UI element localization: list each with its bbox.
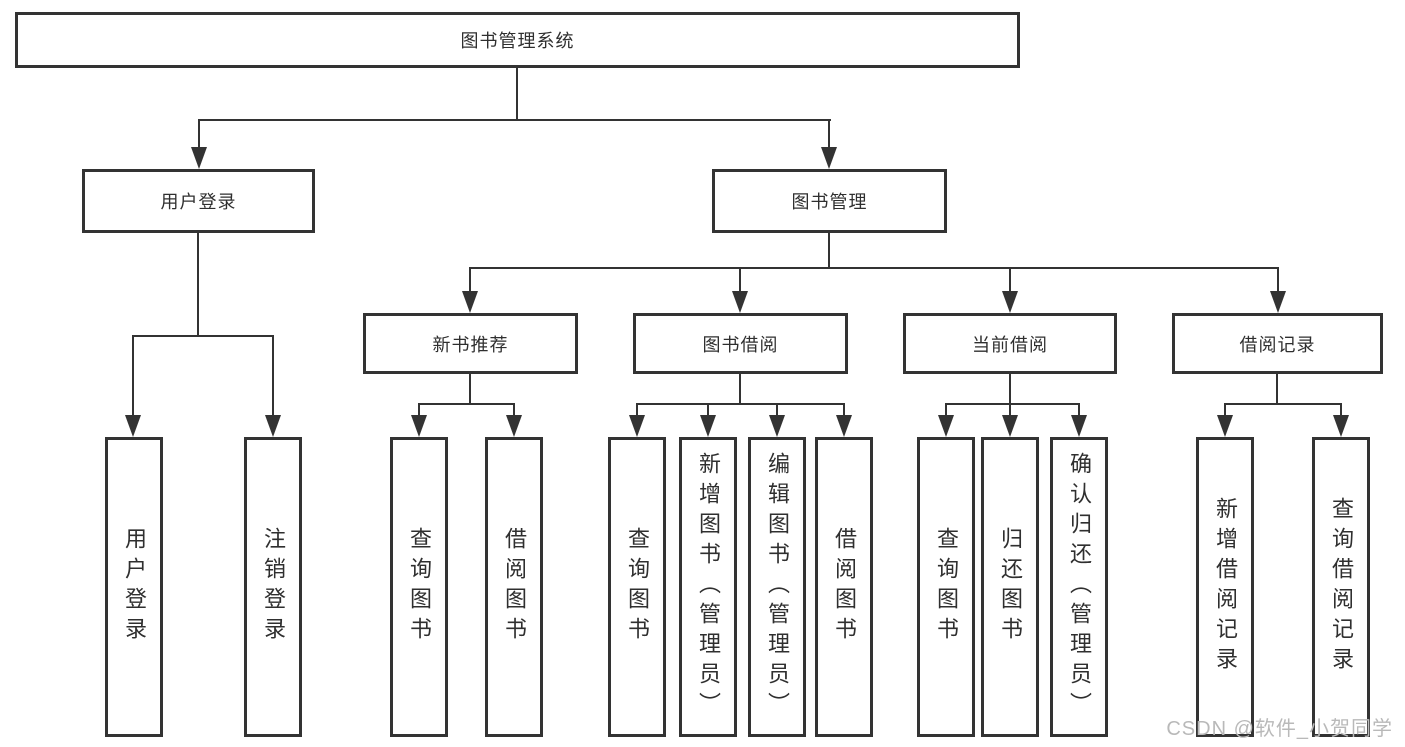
arrow-down-icon bbox=[411, 415, 427, 437]
arrow-down-icon bbox=[629, 415, 645, 437]
connector-line bbox=[1277, 267, 1279, 294]
arrow-down-icon bbox=[1333, 415, 1349, 437]
arrow-down-icon bbox=[700, 415, 716, 437]
leaf-query-books-recommend: 查询图书 bbox=[390, 437, 448, 737]
node-book-management: 图书管理 bbox=[712, 169, 947, 233]
arrow-down-icon bbox=[506, 415, 522, 437]
leaf-add-book-admin: 新增图书（管理员） bbox=[679, 437, 737, 737]
connector-line bbox=[1009, 403, 1011, 417]
node-book-borrow: 图书借阅 bbox=[633, 313, 848, 374]
connector-line bbox=[1224, 403, 1342, 405]
node-new-book-recommend: 新书推荐 bbox=[363, 313, 578, 374]
arrow-down-icon bbox=[821, 147, 837, 169]
node-user-login: 用户登录 bbox=[82, 169, 315, 233]
connector-line bbox=[636, 403, 845, 405]
leaf-logout: 注销登录 bbox=[244, 437, 302, 737]
connector-line bbox=[776, 403, 778, 417]
leaf-borrow-books-recommend: 借阅图书 bbox=[485, 437, 543, 737]
connector-line bbox=[272, 335, 274, 417]
arrow-down-icon bbox=[462, 291, 478, 313]
arrow-down-icon bbox=[769, 415, 785, 437]
leaf-query-borrow-record: 查询借阅记录 bbox=[1312, 437, 1370, 737]
connector-line bbox=[469, 267, 471, 294]
arrow-down-icon bbox=[125, 415, 141, 437]
connector-line bbox=[1078, 403, 1080, 417]
arrow-down-icon bbox=[938, 415, 954, 437]
connector-line bbox=[198, 119, 831, 121]
leaf-user-login: 用户登录 bbox=[105, 437, 163, 737]
connector-line bbox=[469, 374, 471, 405]
arrow-down-icon bbox=[1217, 415, 1233, 437]
arrow-down-icon bbox=[836, 415, 852, 437]
leaf-query-books-borrow: 查询图书 bbox=[608, 437, 666, 737]
connector-line bbox=[1009, 267, 1011, 294]
connector-line bbox=[739, 374, 741, 405]
arrow-down-icon bbox=[1071, 415, 1087, 437]
node-root: 图书管理系统 bbox=[15, 12, 1020, 68]
connector-line bbox=[513, 403, 515, 417]
arrow-down-icon bbox=[1002, 291, 1018, 313]
leaf-edit-book-admin: 编辑图书（管理员） bbox=[748, 437, 806, 737]
arrow-down-icon bbox=[1002, 415, 1018, 437]
leaf-query-books-current: 查询图书 bbox=[917, 437, 975, 737]
connector-line bbox=[198, 119, 200, 150]
leaf-confirm-return-admin: 确认归还（管理员） bbox=[1050, 437, 1108, 737]
connector-line bbox=[636, 403, 638, 417]
connector-line bbox=[516, 68, 518, 120]
connector-line bbox=[828, 119, 830, 150]
connector-line bbox=[132, 335, 134, 417]
arrow-down-icon bbox=[191, 147, 207, 169]
arrow-down-icon bbox=[1270, 291, 1286, 313]
node-borrow-records: 借阅记录 bbox=[1172, 313, 1383, 374]
connector-line bbox=[1224, 403, 1226, 417]
connector-line bbox=[418, 403, 420, 417]
connector-line bbox=[469, 267, 1279, 269]
leaf-borrow-books: 借阅图书 bbox=[815, 437, 873, 737]
connector-line bbox=[1009, 374, 1011, 405]
connector-line bbox=[945, 403, 1080, 405]
connector-line bbox=[945, 403, 947, 417]
connector-line bbox=[1340, 403, 1342, 417]
watermark: CSDN @软件_小贺同学 bbox=[1166, 718, 1393, 740]
connector-line bbox=[132, 335, 274, 337]
node-current-borrow: 当前借阅 bbox=[903, 313, 1117, 374]
arrow-down-icon bbox=[265, 415, 281, 437]
leaf-add-borrow-record: 新增借阅记录 bbox=[1196, 437, 1254, 737]
connector-line bbox=[707, 403, 709, 417]
connector-line bbox=[418, 403, 515, 405]
leaf-return-books: 归还图书 bbox=[981, 437, 1039, 737]
connector-line bbox=[197, 233, 199, 337]
connector-line bbox=[843, 403, 845, 417]
connector-line bbox=[1276, 374, 1278, 405]
arrow-down-icon bbox=[732, 291, 748, 313]
connector-line bbox=[828, 233, 830, 269]
connector-line bbox=[739, 267, 741, 294]
